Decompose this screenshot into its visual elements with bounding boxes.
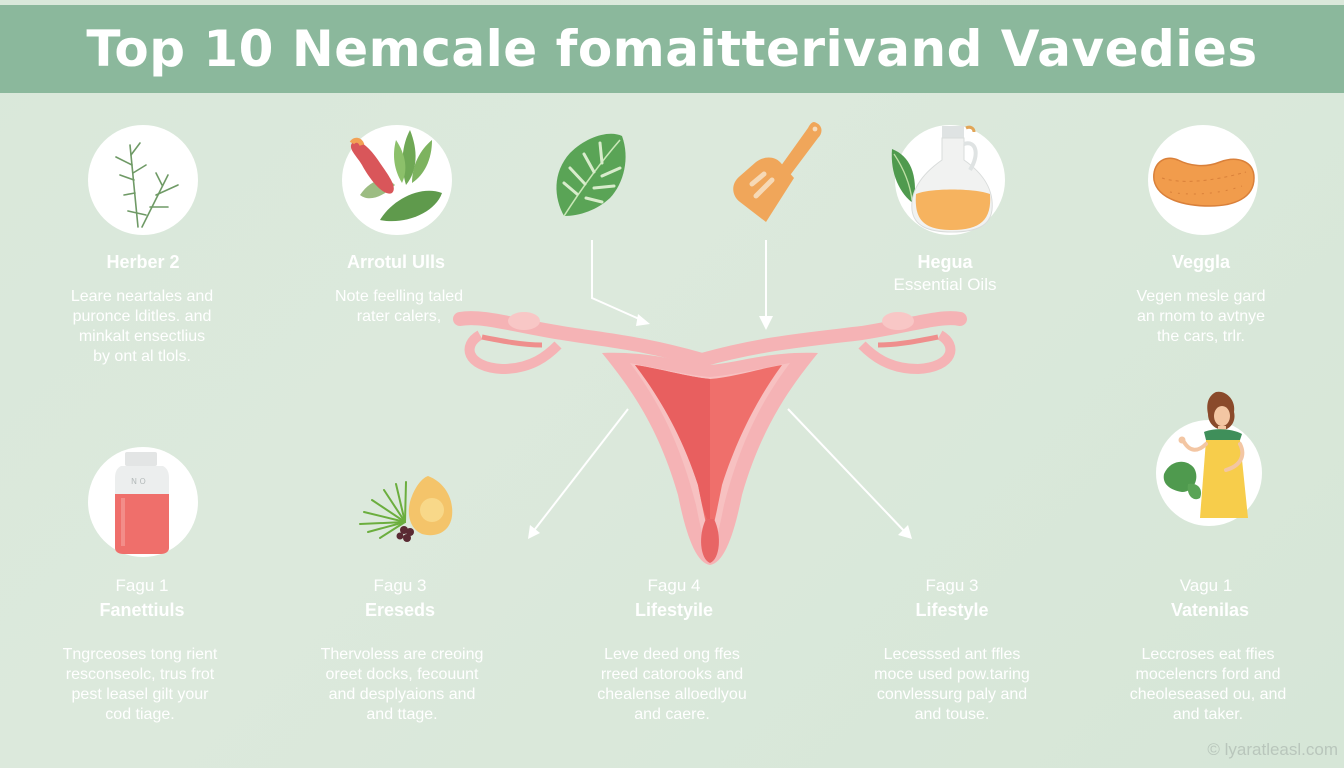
item-title: Fanettiuls bbox=[99, 600, 185, 620]
item-title: Herber 2 bbox=[106, 252, 180, 272]
herb-sprig-icon bbox=[115, 142, 179, 228]
uterus-diagram bbox=[453, 311, 967, 565]
item-label: Fagu 4 bbox=[647, 576, 701, 595]
item-title: Vatenilas bbox=[1170, 600, 1250, 620]
item-title: Veggla bbox=[1171, 252, 1231, 272]
item-description: Lecesssed ant ffles moce used pow.taring… bbox=[874, 646, 1030, 723]
wooden-spatula-icon bbox=[733, 122, 822, 222]
copyright-credit: © lyaratleasl.com bbox=[1207, 740, 1338, 759]
arrow-center-to-right bbox=[787, 408, 912, 539]
item-description: Leccroses eat ffies mocelencrs ford and … bbox=[1129, 646, 1287, 723]
item-description: Leare neartales and puronce lditles. and… bbox=[70, 288, 214, 365]
arrow-spatula-to-center bbox=[759, 240, 773, 330]
woman-with-leaf-icon bbox=[1163, 391, 1248, 518]
item-subtitle: Essential Oils bbox=[893, 275, 997, 294]
item-title: Ereseds bbox=[364, 600, 436, 620]
item-label: Fagu 3 bbox=[925, 576, 979, 595]
item-label: Fagu 3 bbox=[373, 576, 427, 595]
item-title: Arrotul Ulls bbox=[346, 252, 446, 272]
item-title: Lifestyile bbox=[634, 600, 714, 620]
item-description: Leve deed ong ffes rreed catorooks and c… bbox=[597, 646, 747, 723]
palm-and-fruit-icon bbox=[359, 476, 453, 542]
item-description: Vegen mesle gard an rnom to avtnye the c… bbox=[1136, 288, 1266, 345]
sweet-potato-icon bbox=[1153, 157, 1255, 207]
item-description: Thervoless are creoing oreet docks, feco… bbox=[320, 646, 484, 723]
page-title: Top 10 Nemcale fomaitterivand Vavedies bbox=[86, 20, 1258, 78]
title-banner: Top 10 Nemcale fomaitterivand Vavedies bbox=[0, 5, 1344, 93]
item-label: Vagu 1 bbox=[1179, 576, 1233, 595]
herb-circle bbox=[88, 125, 198, 235]
item-title: Lifestyle bbox=[915, 600, 989, 620]
oil-bottle-icon bbox=[891, 125, 993, 233]
item-label: Fagu 1 bbox=[115, 576, 169, 595]
item-description: Tngrceoses tong rient resconseolc, trus … bbox=[62, 646, 218, 723]
red-tincture-bottle-icon: N O bbox=[115, 452, 169, 554]
arrow-center-to-left bbox=[528, 408, 629, 539]
arrow-leaf-to-center bbox=[591, 240, 650, 326]
item-description: Note feelling taled rater calers, bbox=[334, 288, 464, 325]
herbs-and-fruit-icon bbox=[349, 130, 442, 222]
item-title: Hegua bbox=[917, 252, 973, 272]
monstera-leaf-icon bbox=[556, 133, 626, 217]
svg-text:N O: N O bbox=[131, 477, 146, 486]
